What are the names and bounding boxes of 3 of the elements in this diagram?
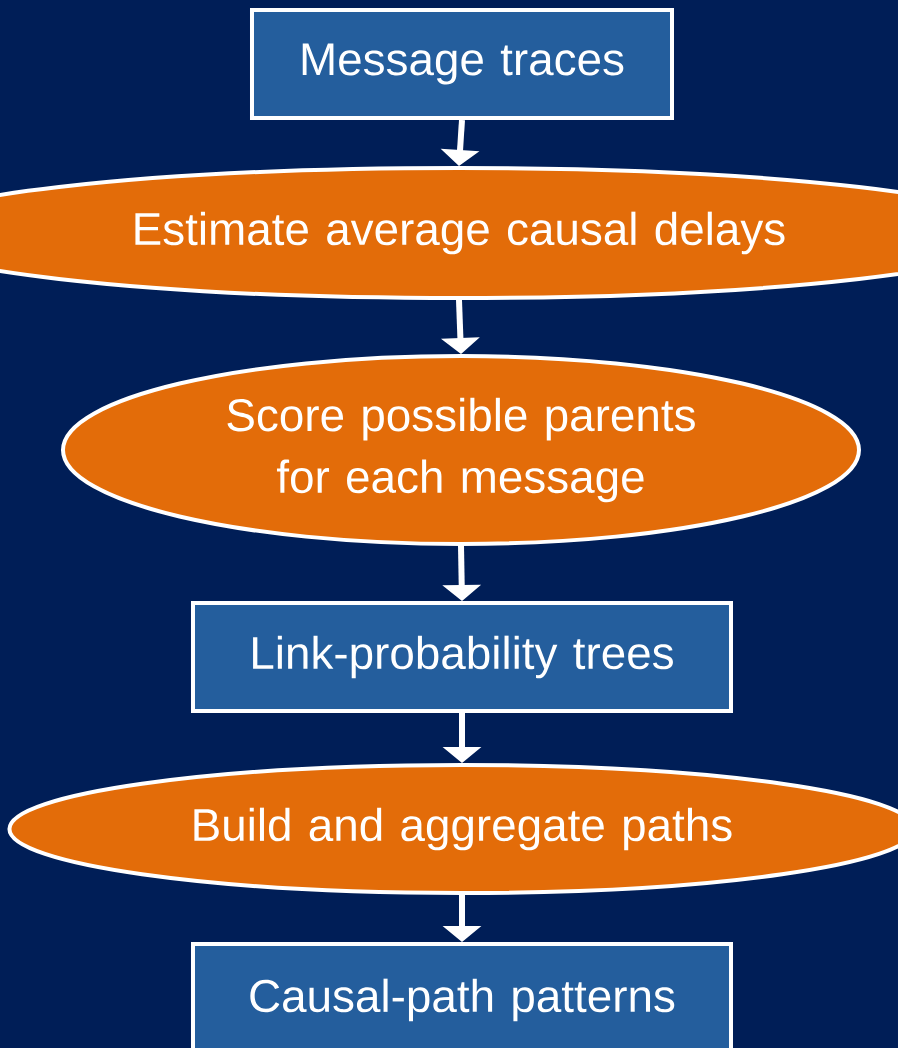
- process-box: Causal-path patterns: [191, 942, 733, 1048]
- process-box: Link-probability trees: [191, 601, 733, 713]
- process-box: Message traces: [250, 8, 674, 120]
